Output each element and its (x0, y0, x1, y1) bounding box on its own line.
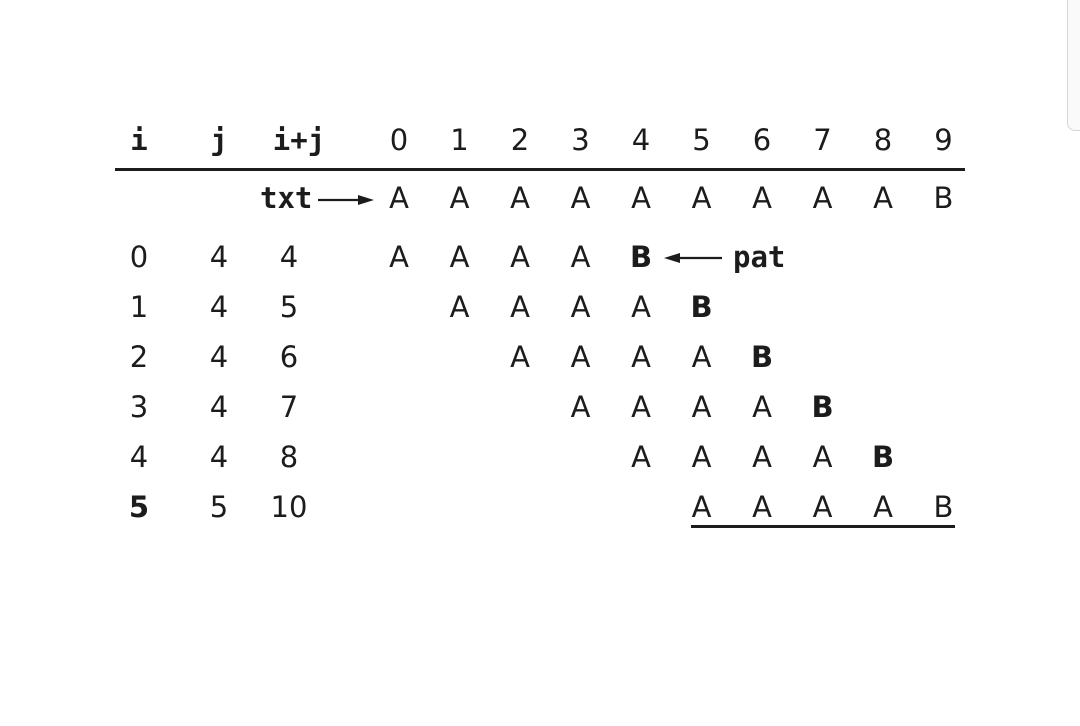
row-i-value: 5 (128, 490, 150, 524)
text-char: A (752, 181, 772, 215)
index-header-cell: 2 (510, 123, 530, 157)
scrollbar-edge[interactable] (1067, 0, 1080, 131)
pattern-char: A (631, 390, 651, 424)
header-rule (115, 168, 965, 171)
index-header-cell: 3 (571, 123, 590, 157)
txt-arrow-icon (318, 195, 374, 205)
mismatch-char: B (750, 340, 774, 374)
pattern-char: A (752, 440, 772, 474)
pattern-char: A (570, 390, 591, 424)
pattern-char: A (449, 290, 470, 324)
pattern-char: A (510, 290, 530, 324)
pattern-char: A (691, 340, 712, 374)
mismatch-char: B (690, 290, 713, 324)
text-char: A (570, 181, 591, 215)
row-j-value: 4 (209, 390, 229, 424)
pattern-char: A (812, 490, 833, 524)
row-i-value: 3 (129, 390, 149, 424)
pattern-char: A (570, 240, 591, 274)
row-i-plus-j-value: 4 (279, 240, 299, 274)
pattern-char: A (812, 440, 833, 474)
match-underline (690, 525, 955, 528)
row-j-value: 4 (209, 440, 229, 474)
pattern-char: A (631, 340, 651, 374)
text-char: A (449, 181, 470, 215)
row-j-value: 4 (209, 240, 229, 274)
text-char: A (691, 181, 712, 215)
text-char: A (812, 181, 833, 215)
pattern-char: A (752, 390, 772, 424)
row-i-value: 4 (129, 440, 149, 474)
index-header-cell: 0 (389, 123, 409, 157)
text-char: B (933, 181, 954, 215)
text-char: A (510, 181, 530, 215)
pattern-char: A (389, 240, 409, 274)
pattern-char: A (510, 340, 530, 374)
row-j-value: 4 (209, 290, 229, 324)
row-i-plus-j-value: 10 (270, 490, 308, 524)
index-header-cell: 7 (813, 123, 832, 157)
pattern-char: A (691, 440, 712, 474)
index-header-cell: 9 (934, 123, 953, 157)
mismatch-char: B (871, 440, 895, 474)
header-i-plus-j: i+j (272, 123, 326, 157)
pattern-char: A (570, 340, 591, 374)
pattern-char: A (631, 290, 651, 324)
text-char: A (631, 181, 651, 215)
row-i-plus-j-value: 7 (279, 390, 299, 424)
row-j-value: 5 (209, 490, 229, 524)
index-header-cell: 1 (450, 123, 469, 157)
pattern-char: A (631, 440, 651, 474)
row-i-plus-j-value: 5 (279, 290, 299, 324)
index-header-cell: 4 (631, 123, 651, 157)
pattern-char: A (510, 240, 530, 274)
pattern-char: A (570, 290, 591, 324)
text-char: A (389, 181, 409, 215)
row-i-value: 0 (129, 240, 149, 274)
pat-arrow-icon (664, 253, 722, 263)
index-header-cell: 8 (873, 123, 893, 157)
row-i-plus-j-value: 8 (279, 440, 299, 474)
header-j: j (210, 123, 228, 157)
pattern-char: A (691, 490, 712, 524)
pattern-char: B (933, 490, 954, 524)
mismatch-char: B (811, 390, 834, 424)
index-header-cell: 5 (692, 123, 711, 157)
text-char: A (873, 181, 893, 215)
pattern-char: A (691, 390, 712, 424)
row-i-plus-j-value: 6 (279, 340, 299, 374)
mismatch-char: B (629, 240, 653, 274)
pattern-char: A (752, 490, 772, 524)
row-i-value: 1 (129, 290, 149, 324)
pattern-char: A (873, 490, 893, 524)
txt-label: txt (260, 181, 313, 215)
row-j-value: 4 (209, 340, 229, 374)
pattern-char: A (449, 240, 470, 274)
row-i-value: 2 (129, 340, 149, 374)
header-i: i (130, 123, 148, 157)
pat-label: pat (733, 240, 786, 274)
index-header-cell: 6 (752, 123, 772, 157)
